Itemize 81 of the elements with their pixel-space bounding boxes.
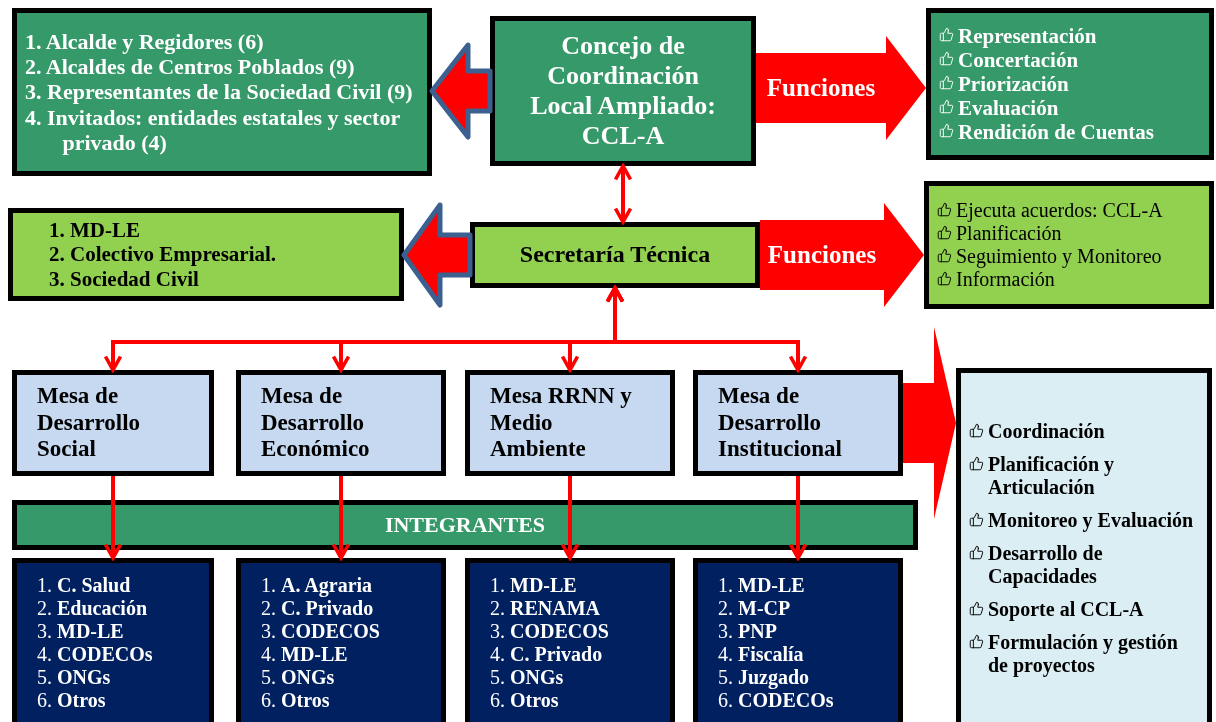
member-list-box	[8, 208, 404, 301]
list-item: 5. ONGs	[261, 666, 336, 689]
list-item: Evaluación	[958, 96, 1059, 121]
function-list-box	[926, 8, 1214, 160]
arrow	[560, 476, 580, 560]
member-group	[12, 500, 918, 722]
list-item: Priorización	[958, 71, 1069, 97]
block-arrow	[401, 202, 473, 308]
list-item: 4. Fiscalía	[718, 643, 805, 666]
member-list-box	[12, 558, 214, 722]
heading: Concejo de Coordinación Local Ampliado: CCL-A	[529, 31, 717, 151]
list-item: 3. MD-LE	[37, 620, 125, 643]
list-item: Planificación	[956, 222, 1062, 245]
list-item: 2. RENAMA	[490, 597, 601, 620]
heading: Mesa de Desarrollo Económico	[261, 383, 371, 463]
edge-label: Funciones	[766, 74, 876, 102]
edge-label: Funciones	[767, 241, 877, 269]
list-item: 2. M-CP	[718, 597, 792, 620]
list-item: 3. CODECOS	[261, 620, 381, 643]
arrow	[788, 476, 808, 560]
list-item: 1. MD-LE	[490, 574, 578, 597]
list-item: 1. MD-LE	[718, 574, 806, 597]
block-arrow	[903, 327, 956, 519]
member-list-box	[12, 8, 432, 176]
block-arrow	[429, 42, 493, 140]
member-list-box	[693, 558, 903, 722]
arrow	[331, 476, 351, 560]
committee-box	[465, 370, 675, 476]
list-item: 2. Alcaldes de Centros Poblados (9)	[25, 54, 356, 80]
list-item: 3. Representantes de la Sociedad Civil (9)	[25, 79, 414, 105]
list-item: 5. ONGs	[37, 666, 112, 689]
list-item: 1. MD-LE	[49, 218, 141, 243]
arrow	[103, 476, 123, 560]
block-arrow	[756, 36, 926, 140]
list-item: 2. C. Privado	[261, 597, 375, 620]
list-item: 3. PNP	[718, 620, 778, 643]
list-item: 6. Otros	[261, 689, 331, 712]
heading: Mesa RRNN y Medio Ambiente	[490, 383, 633, 463]
list-item: Soporte al CCL-A	[988, 597, 1144, 621]
list-item: 3. CODECOS	[490, 620, 610, 643]
list-item: Planificación y Articulación	[988, 452, 1116, 499]
list-item: 1. Alcalde y Regidores (6)	[25, 28, 265, 55]
list-item: 5. ONGs	[490, 666, 565, 689]
list-item: 4. MD-LE	[261, 643, 349, 666]
list-item: 2. Educación	[37, 597, 149, 620]
heading: Mesa de Desarrollo Social	[37, 383, 142, 463]
function-list-box	[956, 368, 1212, 722]
list-item: 6. Otros	[37, 689, 107, 712]
list-item: Concertación	[958, 47, 1079, 72]
list-item: 2. Colectivo Empresarial.	[49, 242, 278, 267]
member-list-box	[236, 558, 446, 722]
list-item: 5. Juzgado	[718, 666, 811, 689]
list-item: 3. Sociedad Civil	[49, 266, 200, 291]
list-item: Seguimiento y Monitoreo	[956, 245, 1162, 268]
list-item: 1. C. Salud	[37, 574, 132, 597]
list-item: 6. CODECOs	[718, 689, 835, 712]
list-item: Coordinación	[988, 419, 1105, 443]
arrow	[613, 164, 633, 224]
list-item: Rendición de Cuentas	[958, 120, 1155, 145]
committee-box	[236, 370, 446, 476]
list-item: Desarrollo de Capacidades	[988, 541, 1104, 588]
committee-box	[12, 370, 214, 476]
heading: INTEGRANTES	[384, 511, 546, 538]
council-box	[490, 16, 756, 166]
list-item: Monitoreo y Evaluación	[988, 508, 1194, 532]
heading: Mesa de Desarrollo Institucional	[718, 383, 843, 463]
member-list-box	[465, 558, 675, 722]
list-item: 4. Invitados: entidades estatales y sector privado (4)	[25, 104, 401, 156]
committee-box	[693, 370, 903, 476]
list-item: Representación	[958, 23, 1097, 48]
list-item: Ejecuta acuerdos: CCL-A	[956, 199, 1163, 222]
heading: Secretaría Técnica	[519, 241, 711, 269]
block-arrow	[760, 203, 924, 307]
list-item: 4. CODECOs	[37, 643, 154, 666]
list-item: Información	[956, 268, 1055, 291]
list-item: 6. Otros	[490, 689, 560, 712]
function-list-box	[924, 181, 1214, 309]
list-item: 1. A. Agraria	[261, 574, 374, 597]
secretariat-box	[470, 222, 760, 288]
list-item: Formulación y gestión de proyectos	[988, 630, 1179, 677]
list-item: 4. C. Privado	[490, 643, 604, 666]
